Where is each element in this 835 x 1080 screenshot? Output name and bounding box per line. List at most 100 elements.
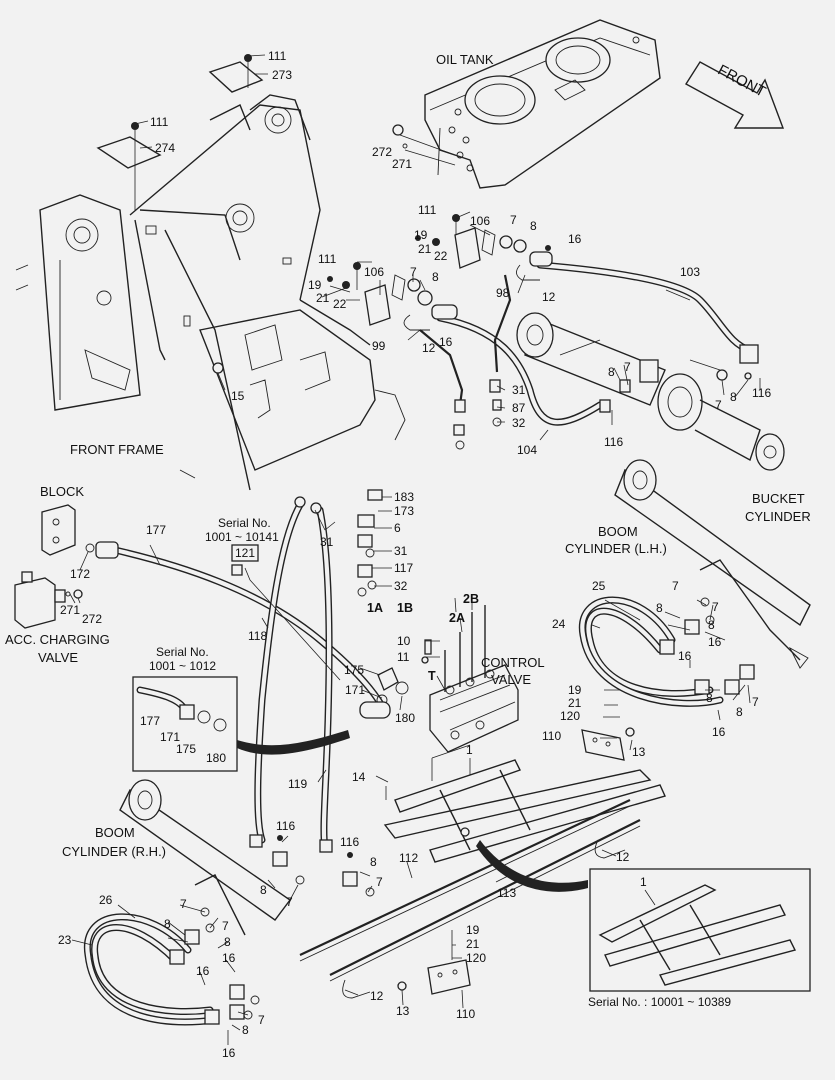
label-serial-c: Serial No. : 10001 ~ 10389	[588, 995, 731, 1009]
part-number: 16	[712, 725, 726, 739]
part-number: 272	[82, 612, 102, 626]
part-number: 104	[517, 443, 537, 457]
part-number: 24	[552, 617, 566, 631]
part-number: 7	[715, 398, 722, 412]
label-front: FRONT	[715, 61, 769, 100]
part-number: 7	[624, 360, 631, 374]
part-number: 8	[656, 601, 663, 615]
label-acc-charging-valve-line2: VALVE	[38, 650, 78, 665]
part-number: 8	[260, 883, 267, 897]
part-number: 22	[333, 297, 347, 311]
part-number: 7	[180, 897, 187, 911]
part-number: 273	[272, 68, 292, 82]
part-number: 8	[432, 270, 439, 284]
part-number: 98	[496, 286, 510, 300]
bracket-110-upper	[581, 727, 635, 859]
port-2a: 2A	[449, 611, 465, 625]
front-frame	[15, 94, 406, 491]
bracket-110-lower	[342, 959, 471, 999]
part-number: 119	[288, 777, 307, 791]
label-control-valve-line1: CONTROL	[481, 655, 545, 670]
part-number: 19	[414, 228, 428, 242]
block	[41, 504, 119, 559]
part-number: 177	[140, 714, 160, 728]
part-number: 7	[510, 213, 517, 227]
part-number: 110	[456, 1007, 475, 1021]
port-1a: 1A	[367, 601, 383, 615]
label-boom-rh-line1: BOOM	[95, 825, 135, 840]
part-number: 121	[235, 546, 255, 560]
part-number: 8	[706, 691, 713, 705]
label-boom-rh-line2: CYLINDER (R.H.)	[62, 844, 166, 859]
part-number-box-121	[231, 544, 259, 562]
part-number: 116	[340, 835, 359, 849]
reference-swooshes	[237, 730, 588, 892]
label-bucket-cylinder-line1: BUCKET	[752, 491, 805, 506]
part-number: 8	[730, 390, 737, 404]
part-number: 1	[640, 875, 647, 889]
part-number: 106	[364, 265, 384, 279]
part-number: 14	[352, 770, 366, 784]
acc-charging-valve	[14, 571, 83, 629]
leader-lines	[69, 54, 761, 1045]
part-number: 32	[512, 416, 526, 430]
part-number: 19	[466, 923, 480, 937]
fittings	[169, 124, 759, 1025]
part-number: 15	[231, 389, 245, 403]
part-number: 113	[497, 886, 516, 900]
part-number: 274	[155, 141, 175, 155]
part-number: 111	[150, 115, 169, 129]
part-number: 12	[542, 290, 556, 304]
label-block: BLOCK	[40, 484, 84, 499]
part-number: 111	[418, 203, 437, 217]
part-number: 8	[242, 1023, 249, 1037]
part-number: 7	[376, 875, 383, 889]
part-number: 271	[392, 157, 412, 171]
part-number: 111	[318, 252, 337, 266]
part-number: 25	[592, 579, 606, 593]
cover-plate-274	[96, 122, 162, 169]
part-number: 12	[370, 989, 384, 1003]
part-number: 118	[248, 629, 267, 643]
part-number: 19	[308, 278, 322, 292]
boom-cylinder-lh	[614, 459, 811, 669]
label-boom-lh-line2: CYLINDER (L.H.)	[565, 541, 667, 556]
part-number: 117	[394, 561, 413, 575]
part-number: 16	[708, 635, 722, 649]
text-labels: OIL TANK FRONT FRONT FRAME BLOCK ACC. CH…	[5, 49, 811, 1060]
part-number: 32	[394, 579, 408, 593]
part-number: 16	[678, 649, 692, 663]
part-number: 16	[222, 951, 236, 965]
part-number: 16	[568, 232, 582, 246]
part-number: 16	[196, 964, 210, 978]
part-number: 11	[397, 650, 410, 664]
cover-plate-273	[208, 54, 264, 93]
port-t: T	[428, 669, 436, 683]
part-number: 8	[608, 365, 615, 379]
part-number: 183	[394, 490, 414, 504]
part-number: 271	[60, 603, 80, 617]
part-number: 7	[672, 579, 679, 593]
part-number: 21	[418, 242, 432, 256]
part-number: 22	[434, 249, 448, 263]
inset-serial-10001-10389	[589, 868, 811, 992]
part-number: 173	[394, 504, 414, 518]
part-number: 21	[316, 291, 330, 305]
control-valve	[429, 605, 519, 753]
part-number: 6	[394, 521, 401, 535]
part-number: 7	[222, 919, 229, 933]
part-number: 8	[370, 855, 377, 869]
part-number: 116	[276, 819, 295, 833]
part-number: 13	[632, 745, 646, 759]
label-control-valve-line2: VALVE	[491, 672, 531, 687]
part-number: 110	[542, 729, 561, 743]
part-number: 1	[466, 743, 473, 757]
part-number: 19	[568, 683, 582, 697]
label-acc-charging-valve-line1: ACC. CHARGING	[5, 632, 110, 647]
part-number: 7	[286, 895, 293, 909]
label-serial-a-line1: Serial No.	[218, 516, 271, 530]
part-number: 111	[268, 49, 287, 63]
label-bucket-cylinder-line2: CYLINDER	[745, 509, 811, 524]
label-oil-tank: OIL TANK	[436, 52, 494, 67]
